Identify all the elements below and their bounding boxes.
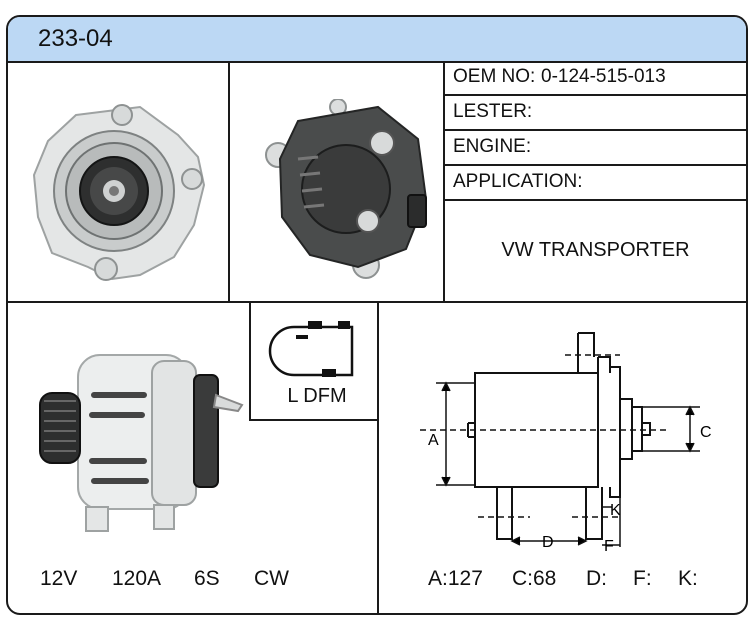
connector-plug-icon [268, 321, 354, 377]
dimension-c: C:68 [512, 567, 557, 590]
pulley-grooves: 6S [194, 567, 220, 590]
diagram-label-a: A [428, 432, 439, 449]
application-value: VW TRANSPORTER [501, 239, 690, 261]
oem-label: OEM NO: [453, 66, 536, 87]
divider-lower [377, 301, 379, 613]
product-code: 233-04 [38, 25, 113, 52]
alternator-rear-photo [265, 99, 428, 279]
voltage: 12V [40, 567, 78, 590]
application-label: APPLICATION: [453, 171, 583, 192]
alternator-front-photo [32, 104, 206, 281]
oem-value: 0-124-515-013 [541, 66, 666, 87]
rotation: CW [254, 567, 289, 590]
header-bar: 233-04 [8, 17, 746, 63]
lester-label: LESTER: [453, 101, 533, 122]
dimension-f: F: [633, 567, 652, 590]
diagram-label-k: K [610, 502, 621, 519]
diagram-label-f: F [604, 538, 614, 555]
spec-row-oem: OEM NO: 0-124-515-013 [445, 61, 746, 96]
connector-label: L DFM [287, 385, 347, 407]
engine-label: ENGINE: [453, 136, 532, 157]
spec-row-application: APPLICATION: [445, 166, 746, 201]
dimension-diagram: A C D F K [420, 332, 712, 555]
product-card: 233-04 OEM NO: 0-124-515-013 LESTER: ENG… [6, 15, 748, 615]
spec-row-lester: LESTER: [445, 96, 746, 131]
alternator-side-photo [39, 354, 244, 532]
dimension-k: K: [678, 567, 698, 590]
dimension-a: A:127 [428, 567, 483, 590]
spec-row-engine: ENGINE: [445, 131, 746, 166]
divider-specs [443, 61, 445, 301]
diagram-label-d: D [542, 534, 554, 551]
diagram-label-c: C [700, 424, 712, 441]
current: 120A [112, 567, 162, 590]
connector-box [249, 301, 377, 421]
divider-photo [228, 61, 230, 301]
dimension-d: D: [586, 567, 607, 590]
